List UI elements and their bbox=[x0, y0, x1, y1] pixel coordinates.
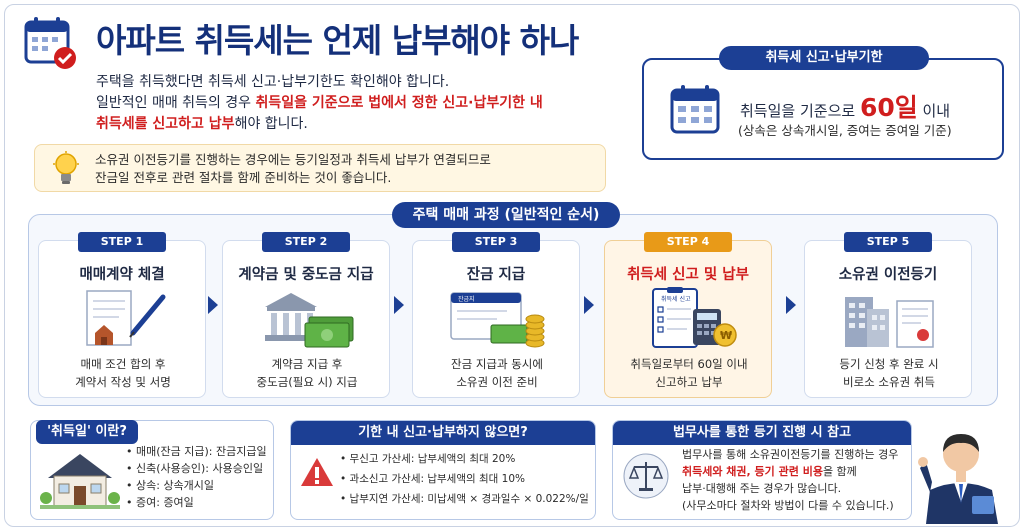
step-4-card: STEP 4 취득세 신고 및 납부 ₩ 취득세 신고 취득일로부터 60일 이… bbox=[604, 232, 772, 398]
step-badge: STEP 1 bbox=[78, 232, 166, 252]
deadline-box bbox=[642, 58, 1004, 160]
contract-pen-icon bbox=[86, 290, 166, 346]
list-item: 신축(사용승인): 사용승인일 bbox=[126, 460, 274, 477]
house-icon bbox=[40, 454, 120, 509]
page-title: 아파트 취득세는 언제 납부해야 하나 bbox=[96, 21, 579, 60]
list-item: 무신고 가산세: 납부세액의 최대 20% bbox=[340, 449, 594, 469]
arrow-icon bbox=[394, 296, 404, 314]
svg-text:취득세 신고: 취득세 신고 bbox=[661, 295, 691, 303]
step-title: 계약금 및 중도금 지급 bbox=[238, 267, 374, 283]
payment-document-icon: 잔금지 bbox=[450, 292, 545, 348]
tax-report-calculator-icon: ₩ 취득세 신고 bbox=[652, 287, 737, 348]
process-title: 주택 매매 과정 (일반적인 순서) bbox=[392, 202, 620, 228]
scales-icon bbox=[623, 453, 669, 499]
step-title: 소유권 이전등기 bbox=[838, 267, 938, 283]
lawyer-text: 법무사를 통해 소유권이전등기를 진행하는 경우 취득세와 채권, 등기 관련 … bbox=[682, 448, 899, 512]
list-item: 매매(잔금 지급): 잔금지급일 bbox=[126, 443, 274, 460]
arrow-icon bbox=[786, 296, 796, 314]
tip-box: 소유권 이전등기를 진행하는 경우에는 등기일정과 취득세 납부가 연결되므로 … bbox=[34, 144, 606, 192]
arrow-icon bbox=[208, 296, 218, 314]
list-item: 과소신고 가산세: 납부세액의 최대 10% bbox=[340, 469, 594, 489]
step-badge: STEP 3 bbox=[452, 232, 540, 252]
step-title: 매매계약 체결 bbox=[79, 267, 165, 283]
acquisition-day-title: '취득일' 이란? bbox=[36, 420, 138, 444]
penalty-title: 기한 내 신고·납부하지 않으면? bbox=[291, 421, 595, 445]
lawyer-title: 법무사를 통한 등기 진행 시 참고 bbox=[613, 421, 911, 445]
acquisition-day-list: 매매(잔금 지급): 잔금지급일 신축(사용승인): 사용승인일 상속: 상속개… bbox=[126, 443, 274, 511]
list-item: 상속: 상속개시일 bbox=[126, 477, 274, 494]
svg-text:잔금지: 잔금지 bbox=[458, 295, 475, 303]
step-title: 취득세 신고 및 납부 bbox=[627, 267, 749, 283]
list-item: 증여: 증여일 bbox=[126, 494, 274, 511]
deadline-main: 취득일을 기준으로 60일 이내 bbox=[740, 93, 951, 122]
page-frame bbox=[4, 4, 1020, 527]
intro-text: 주택을 취득했다면 취득세 신고·납부기한도 확인해야 합니다. 일반적인 매매… bbox=[96, 74, 543, 132]
bank-money-icon bbox=[265, 293, 354, 348]
lightbulb-icon bbox=[53, 151, 79, 184]
calendar-icon bbox=[670, 85, 720, 134]
step-badge: STEP 5 bbox=[844, 232, 932, 252]
step-badge: STEP 2 bbox=[262, 232, 350, 252]
svg-text:₩: ₩ bbox=[720, 329, 732, 342]
consultant-person-icon bbox=[918, 434, 998, 524]
warning-icon bbox=[301, 458, 333, 486]
penalty-list: 무신고 가산세: 납부세액의 최대 20% 과소신고 가산세: 납부세액의 최대… bbox=[340, 449, 594, 509]
arrow-icon bbox=[584, 296, 594, 314]
deadline-label: 취득세 신고·납부기한 bbox=[719, 46, 929, 70]
building-certificate-icon bbox=[845, 297, 934, 348]
step-badge: STEP 4 bbox=[644, 232, 732, 252]
calendar-check-icon bbox=[24, 17, 76, 69]
step-title: 잔금 지급 bbox=[466, 267, 526, 283]
list-item: 납부지연 가산세: 미납세액 × 경과일수 × 0.022%/일 bbox=[340, 489, 594, 509]
deadline-sub: (상속은 상속개시일, 증여는 증여일 기준) bbox=[738, 123, 952, 138]
